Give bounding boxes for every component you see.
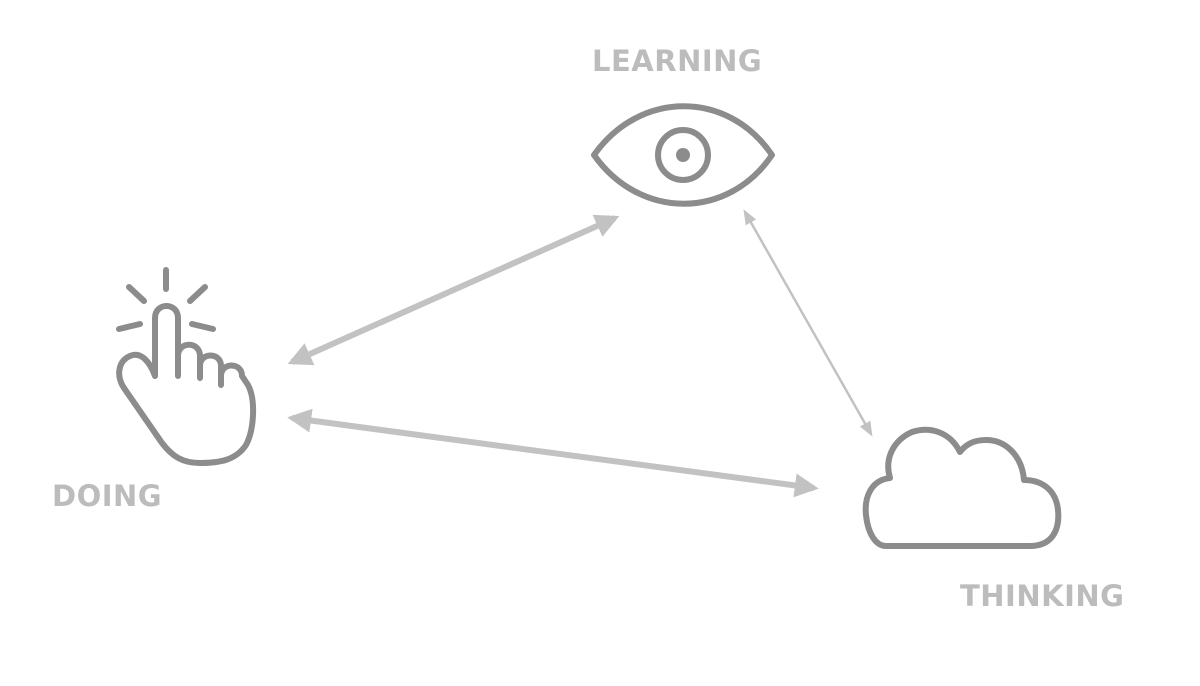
node-label-learning: LEARNING — [592, 44, 763, 78]
node-label-thinking: THINKING — [960, 579, 1125, 613]
arrow-doing-thinking — [287, 408, 819, 498]
arrow-learning-thinking — [743, 209, 873, 437]
arrow-doing-learning — [287, 214, 620, 366]
pointing-hand-icon — [116, 267, 257, 466]
node-label-doing: DOING — [52, 479, 163, 513]
cloud-icon — [862, 426, 1062, 549]
eye-icon — [591, 103, 775, 207]
